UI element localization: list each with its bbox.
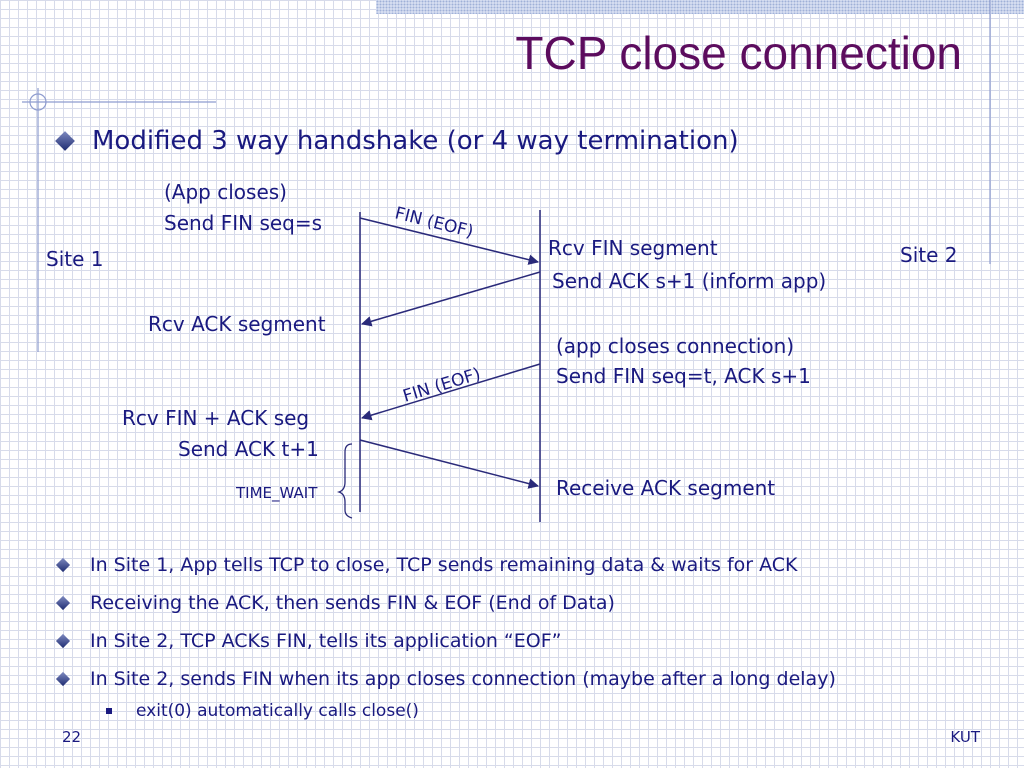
- fin-arrow-2: [360, 363, 541, 421]
- square-bullet-icon: [106, 708, 112, 714]
- bullet-item: In Site 2, sends FIN when its app closes…: [55, 660, 836, 698]
- diamond-bullet-icon: [55, 557, 71, 573]
- rcv-fin-segment-label: Rcv FIN segment: [548, 236, 718, 260]
- app-closes-label: (App closes): [164, 180, 287, 204]
- rcv-ack-segment-label: Rcv ACK segment: [148, 312, 326, 336]
- send-ack-t-label: Send ACK t+1: [178, 437, 319, 461]
- bullet-text: In Site 2, sends FIN when its app closes…: [90, 668, 836, 690]
- bullet-item: In Site 2, TCP ACKs FIN, tells its appli…: [55, 622, 836, 660]
- ack-arrow-2: [359, 439, 540, 489]
- slide-title: TCP close connection: [515, 27, 962, 79]
- ack-arrow-1: [360, 271, 541, 327]
- main-bullet-text: Modified 3 way handshake (or 4 way termi…: [92, 126, 739, 156]
- page-number: 22: [62, 728, 82, 746]
- footer-organization: KUT: [950, 728, 980, 746]
- main-bullet: Modified 3 way handshake (or 4 way termi…: [55, 126, 739, 156]
- sub-bullet-item: exit(0) automatically calls close(): [106, 698, 836, 724]
- fin-eof-label-2: FIN (EOF): [401, 364, 483, 407]
- bullet-text: In Site 1, App tells TCP to close, TCP s…: [90, 554, 798, 576]
- fin-arrow-1: [359, 217, 540, 265]
- rcv-fin-ack-label: Rcv FIN + ACK seg: [122, 406, 310, 430]
- rule-circle-ornament: [29, 93, 47, 111]
- time-wait-label: TIME_WAIT: [236, 484, 318, 502]
- bullet-item: Receiving the ACK, then sends FIN & EOF …: [55, 584, 836, 622]
- sub-bullet-text: exit(0) automatically calls close(): [136, 701, 419, 721]
- send-fin-t-label: Send FIN seq=t, ACK s+1: [556, 364, 811, 388]
- bullet-text: Receiving the ACK, then sends FIN & EOF …: [90, 592, 615, 614]
- send-ack-inform-label: Send ACK s+1 (inform app): [552, 269, 827, 293]
- diamond-bullet-icon: [55, 595, 71, 611]
- bullet-text: In Site 2, TCP ACKs FIN, tells its appli…: [90, 630, 562, 652]
- site2-label: Site 2: [900, 243, 958, 267]
- diamond-bullet-icon: [55, 671, 71, 687]
- bullet-list: In Site 1, App tells TCP to close, TCP s…: [55, 546, 836, 724]
- time-wait-brace: [336, 443, 353, 519]
- bullet-item: In Site 1, App tells TCP to close, TCP s…: [55, 546, 836, 584]
- site1-label: Site 1: [46, 247, 104, 271]
- send-fin-label: Send FIN seq=s: [164, 211, 323, 235]
- app-closes-connection-label: (app closes connection): [556, 334, 795, 358]
- header-pattern-band: [376, 0, 1024, 14]
- receive-ack-label: Receive ACK segment: [556, 476, 776, 500]
- diamond-bullet-icon: [55, 633, 71, 649]
